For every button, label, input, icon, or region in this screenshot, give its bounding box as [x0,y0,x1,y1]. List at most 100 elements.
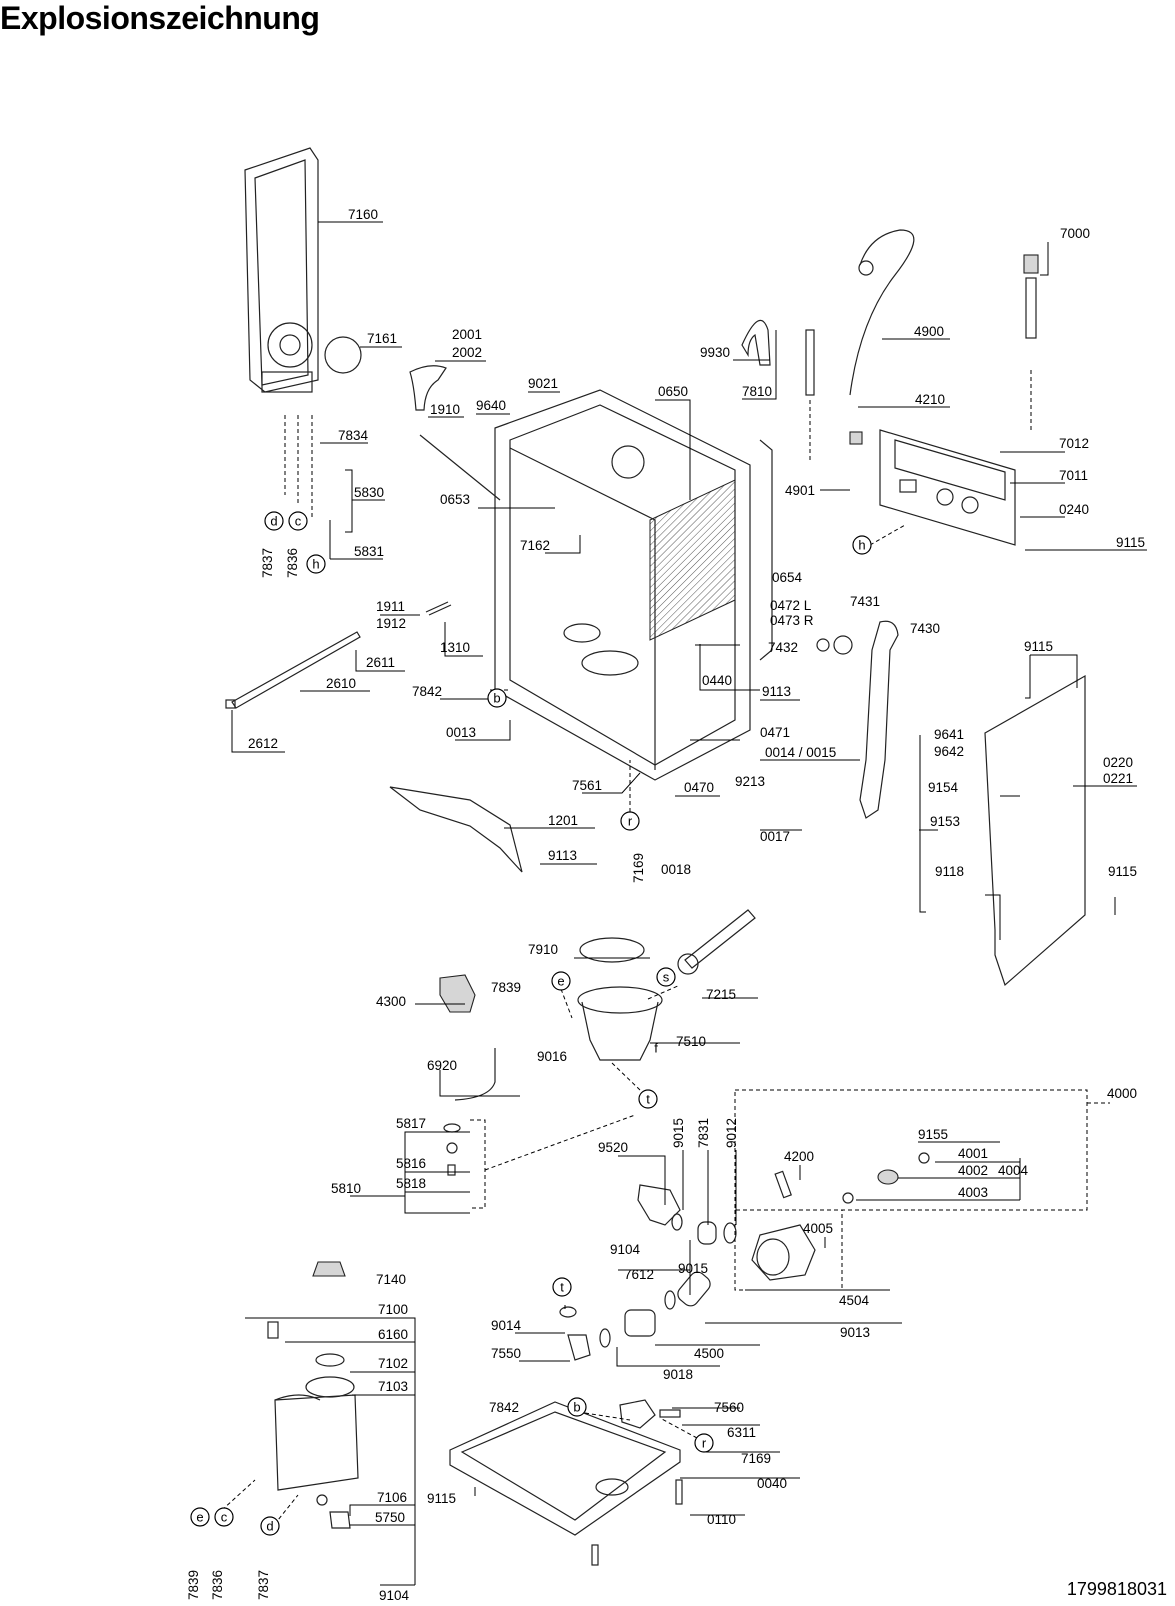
pump-4000-drawing [751,1152,930,1281]
bracket-2001-drawing [409,365,447,411]
label-9520: 9520 [598,1140,628,1155]
leader-lines [231,221,1147,1586]
label-9013: 9013 [840,1325,870,1340]
label-7839-a: 7839 [491,980,521,995]
label-7011: 7011 [1059,468,1088,483]
label-9016: 9016 [537,1049,567,1064]
label-5750: 5750 [375,1510,405,1525]
label-9115-d: 9115 [427,1491,456,1506]
page-title: Explosionszeichnung [0,0,320,36]
label-7102: 7102 [378,1356,408,1371]
label-5817: 5817 [396,1116,426,1131]
label-2611: 2611 [366,655,395,670]
label-7842-b: 7842 [489,1400,519,1415]
chain-7000-drawing [1023,254,1039,430]
label-7561: 7561 [572,778,602,793]
label-7910: 7910 [528,942,558,957]
label-5818: 5818 [396,1176,426,1191]
label-7837-b: 7837 [256,1570,271,1600]
label-9014: 9014 [491,1318,522,1333]
label-7160: 7160 [348,207,378,222]
label-4005: 4005 [803,1221,833,1236]
label-4004: 4004 [998,1163,1029,1178]
label-9115-b: 9115 [1024,639,1053,654]
label-9113-a: 9113 [762,684,791,699]
rail-2610-drawing [231,631,361,709]
label-9118: 9118 [935,864,964,879]
label-7012: 7012 [1059,436,1089,451]
label-4901: 4901 [785,483,815,498]
callout-e: e [557,974,564,989]
label-7836-b: 7836 [210,1570,225,1600]
tube-7810-drawing [805,329,815,396]
label-7140: 7140 [376,1272,406,1287]
label-2002: 2002 [452,345,482,360]
label-4001: 4001 [958,1146,988,1161]
label-0654: 0654 [772,570,803,585]
label-7560: 7560 [714,1400,744,1415]
label-4000: 4000 [1107,1086,1137,1101]
label-1911: 1911 [376,599,405,614]
callout-t-2: t [560,1280,564,1295]
control-panel-0240-drawing [849,429,1016,546]
label-9104-b: 9104 [379,1588,410,1603]
label-7810: 7810 [742,384,772,399]
label-0653: 0653 [440,492,470,507]
label-7215: 7215 [706,987,736,1002]
label-0440: 0440 [702,673,732,688]
label-6311: 6311 [727,1425,756,1440]
label-0221: 0221 [1103,771,1133,786]
label-4900: 4900 [914,324,944,339]
label-6920: 6920 [427,1058,457,1073]
label-9015-b: 9015 [678,1261,708,1276]
dashed-group-outlines [221,524,1110,1531]
label-0472: 0472 L [770,598,812,613]
label-9015-a: 9015 [671,1118,686,1148]
softener-7100-drawing [267,1261,359,1529]
label-0014-0015: 0014 / 0015 [765,745,836,760]
label-1201: 1201 [548,813,578,828]
label-7162: 7162 [520,538,550,553]
callout-d-2: d [266,1519,273,1534]
callout-h: h [312,557,319,572]
label-0017: 0017 [760,829,790,844]
callout-t: t [646,1092,650,1107]
callout-r-2: r [702,1436,707,1451]
callout-s: s [663,970,670,985]
label-1910: 1910 [430,402,460,417]
label-7612: 7612 [624,1267,654,1282]
spray-arm-7430-drawing [859,620,899,819]
label-0220: 0220 [1103,755,1133,770]
label-0040: 0040 [757,1476,787,1491]
callout-d: d [270,514,277,529]
pump-4300-drawing [439,974,476,1013]
label-7550: 7550 [491,1346,521,1361]
label-9930: 9930 [700,345,730,360]
label-7103: 7103 [378,1379,408,1394]
label-9154: 9154 [928,780,959,795]
label-9113-b: 9113 [548,848,577,863]
label-4300: 4300 [376,994,406,1009]
label-5810: 5810 [331,1181,361,1196]
tub-0650-drawing [494,389,773,781]
side-panel-0220-drawing [984,674,1086,987]
callout-e-2: e [196,1510,203,1525]
label-5816: 5816 [396,1156,426,1171]
label-4210: 4210 [915,392,945,407]
sump-7510-drawing [577,909,756,1061]
label-7836-a: 7836 [285,548,300,578]
label-0018: 0018 [661,862,691,877]
label-9104-a: 9104 [610,1242,641,1257]
label-0013: 0013 [446,725,476,740]
label-2612: 2612 [248,736,278,751]
callout-circles: d c h b h r e s f t t b r e c d [190,511,872,1536]
label-5830: 5830 [354,485,384,500]
label-9021: 9021 [528,376,558,391]
label-9641: 9641 [934,727,964,742]
callout-c: c [295,514,302,529]
label-7834: 7834 [338,428,369,443]
label-7161: 7161 [367,331,397,346]
label-7430: 7430 [910,621,940,636]
label-9115-c: 9115 [1108,864,1137,879]
